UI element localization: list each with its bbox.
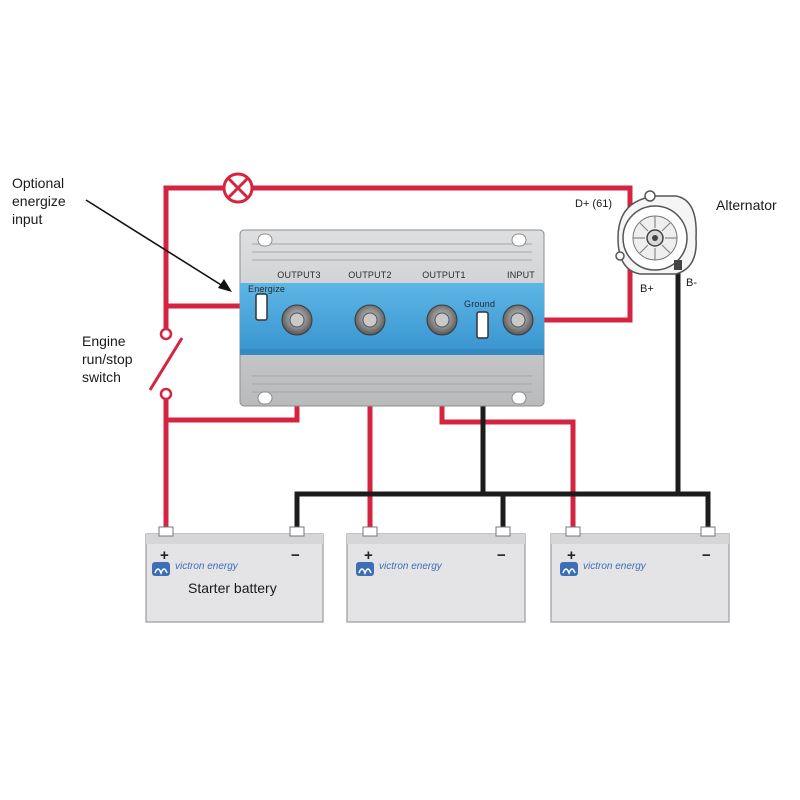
b-minus-label: B- <box>686 277 697 289</box>
d-plus-label: D+ (61) <box>575 198 612 210</box>
ground-terminal <box>476 311 489 339</box>
terminal-label-output1: OUTPUT1 <box>422 270 465 280</box>
b-plus-label: B+ <box>640 283 654 295</box>
optional-energize-label: Optional energize input <box>12 175 70 227</box>
energize-arrow-icon <box>85 199 232 292</box>
terminal-label-input: INPUT <box>507 270 535 280</box>
engine-switch-label: Engine run/stop switch <box>82 333 136 385</box>
terminal-label-output2: OUTPUT2 <box>348 270 391 280</box>
battery-starter: + − victron energy Starter battery <box>145 526 324 623</box>
battery-3: + − victron energy <box>550 526 730 623</box>
engine-switch-icon <box>148 327 184 401</box>
battery-brand: victron energy <box>583 561 647 572</box>
energize-label: Energize <box>248 284 285 294</box>
alternator-label: Alternator <box>716 197 777 213</box>
battery-minus-sign: − <box>497 547 506 564</box>
energize-wire <box>163 185 633 309</box>
terminal-post-output3 <box>281 304 313 336</box>
battery-plus-sign: + <box>567 547 576 564</box>
battery-minus-sign: − <box>702 547 711 564</box>
battery-plus-sign: + <box>160 547 169 564</box>
energize-terminal <box>255 293 268 321</box>
alternator-input-wire <box>515 253 633 323</box>
terminal-label-output3: OUTPUT3 <box>277 270 320 280</box>
terminal-post-input <box>502 304 534 336</box>
starter-battery-label: Starter battery <box>188 580 277 596</box>
battery-brand: victron energy <box>379 561 443 572</box>
indicator-lamp-icon <box>222 172 254 204</box>
battery-isolator: OUTPUT3 OUTPUT2 OUTPUT1 INPUT Energize G… <box>239 229 545 407</box>
alternator-icon <box>615 190 697 275</box>
terminal-post-output2 <box>354 304 386 336</box>
terminal-post-output1 <box>426 304 458 336</box>
battery-brand: victron energy <box>175 561 239 572</box>
battery-minus-sign: − <box>291 547 300 564</box>
victron-logo-icon <box>560 562 578 576</box>
victron-logo-icon <box>356 562 374 576</box>
ground-label: Ground <box>464 299 495 309</box>
battery-2: + − victron energy <box>346 526 526 623</box>
battery-plus-sign: + <box>364 547 373 564</box>
victron-logo-icon <box>152 562 170 576</box>
